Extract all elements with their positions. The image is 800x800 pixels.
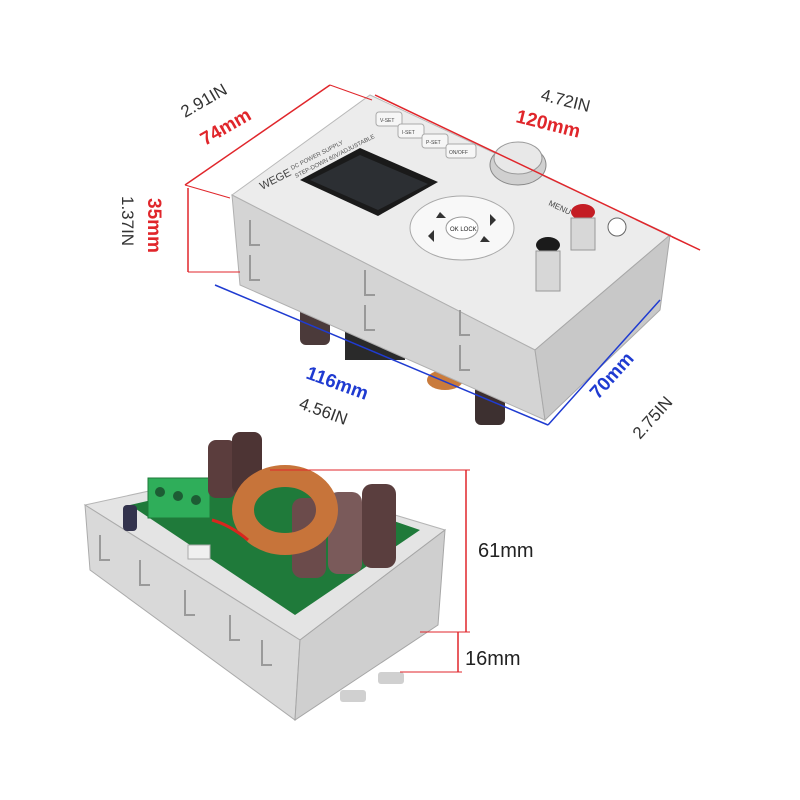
svg-text:ON/OFF: ON/OFF <box>449 150 468 156</box>
black-terminal-icon <box>536 237 560 253</box>
on-off-button[interactable] <box>445 143 477 159</box>
width-in-label: 2.91IN <box>178 80 231 122</box>
base-height-label: 16mm <box>465 648 521 670</box>
v-set-button[interactable] <box>375 111 403 127</box>
length-in-label: 4.72IN <box>539 85 592 116</box>
foot <box>378 672 404 684</box>
bottom-open-case-unit <box>83 432 447 721</box>
connector <box>187 544 211 560</box>
arrow-right-icon <box>480 236 490 242</box>
length-dim-line <box>374 94 701 251</box>
total-height-label: 61mm <box>478 540 534 562</box>
set-buttons: V-SET I-SET P-SET ON/OFF <box>375 111 477 159</box>
arrow-down-icon <box>490 214 496 226</box>
p-set-button[interactable] <box>421 133 449 149</box>
svg-text:OK LOCK: OK LOCK <box>450 227 477 233</box>
svg-text:I-SET: I-SET <box>402 130 415 136</box>
case-side-face <box>534 233 671 422</box>
toroid-inductor <box>232 465 338 555</box>
i-set-button[interactable] <box>397 123 425 139</box>
base-width-in-label: 2.75IN <box>629 393 677 443</box>
height-mm-label: 35mm <box>143 198 164 253</box>
svg-text:V-SET: V-SET <box>380 118 394 124</box>
red-terminal-icon <box>571 204 595 220</box>
capacitor <box>208 440 236 498</box>
bottom-dimensions: 61mm 16mm <box>270 469 534 673</box>
capacitor <box>123 505 137 531</box>
capacitor <box>362 484 396 568</box>
width-dim-line <box>184 84 331 186</box>
arrow-up-icon <box>436 212 446 218</box>
base-width-dim-line <box>547 299 661 426</box>
svg-text:P-SET: P-SET <box>426 140 441 146</box>
height-in-label: 1.37IN <box>118 196 137 246</box>
top-power-supply-unit: WEGE DC POWER SUPPLY STEP-DOWN 60V/ADJUS… <box>231 94 671 425</box>
case-side-wall <box>294 528 446 721</box>
arrow-left-icon <box>428 230 434 242</box>
base-length-in-label: 4.56IN <box>297 394 351 429</box>
red-wire <box>211 518 249 542</box>
ok-lock-button[interactable] <box>445 216 479 240</box>
base-length-dim-line <box>214 284 549 426</box>
foot <box>340 690 366 702</box>
logo-badge-icon <box>607 217 627 237</box>
